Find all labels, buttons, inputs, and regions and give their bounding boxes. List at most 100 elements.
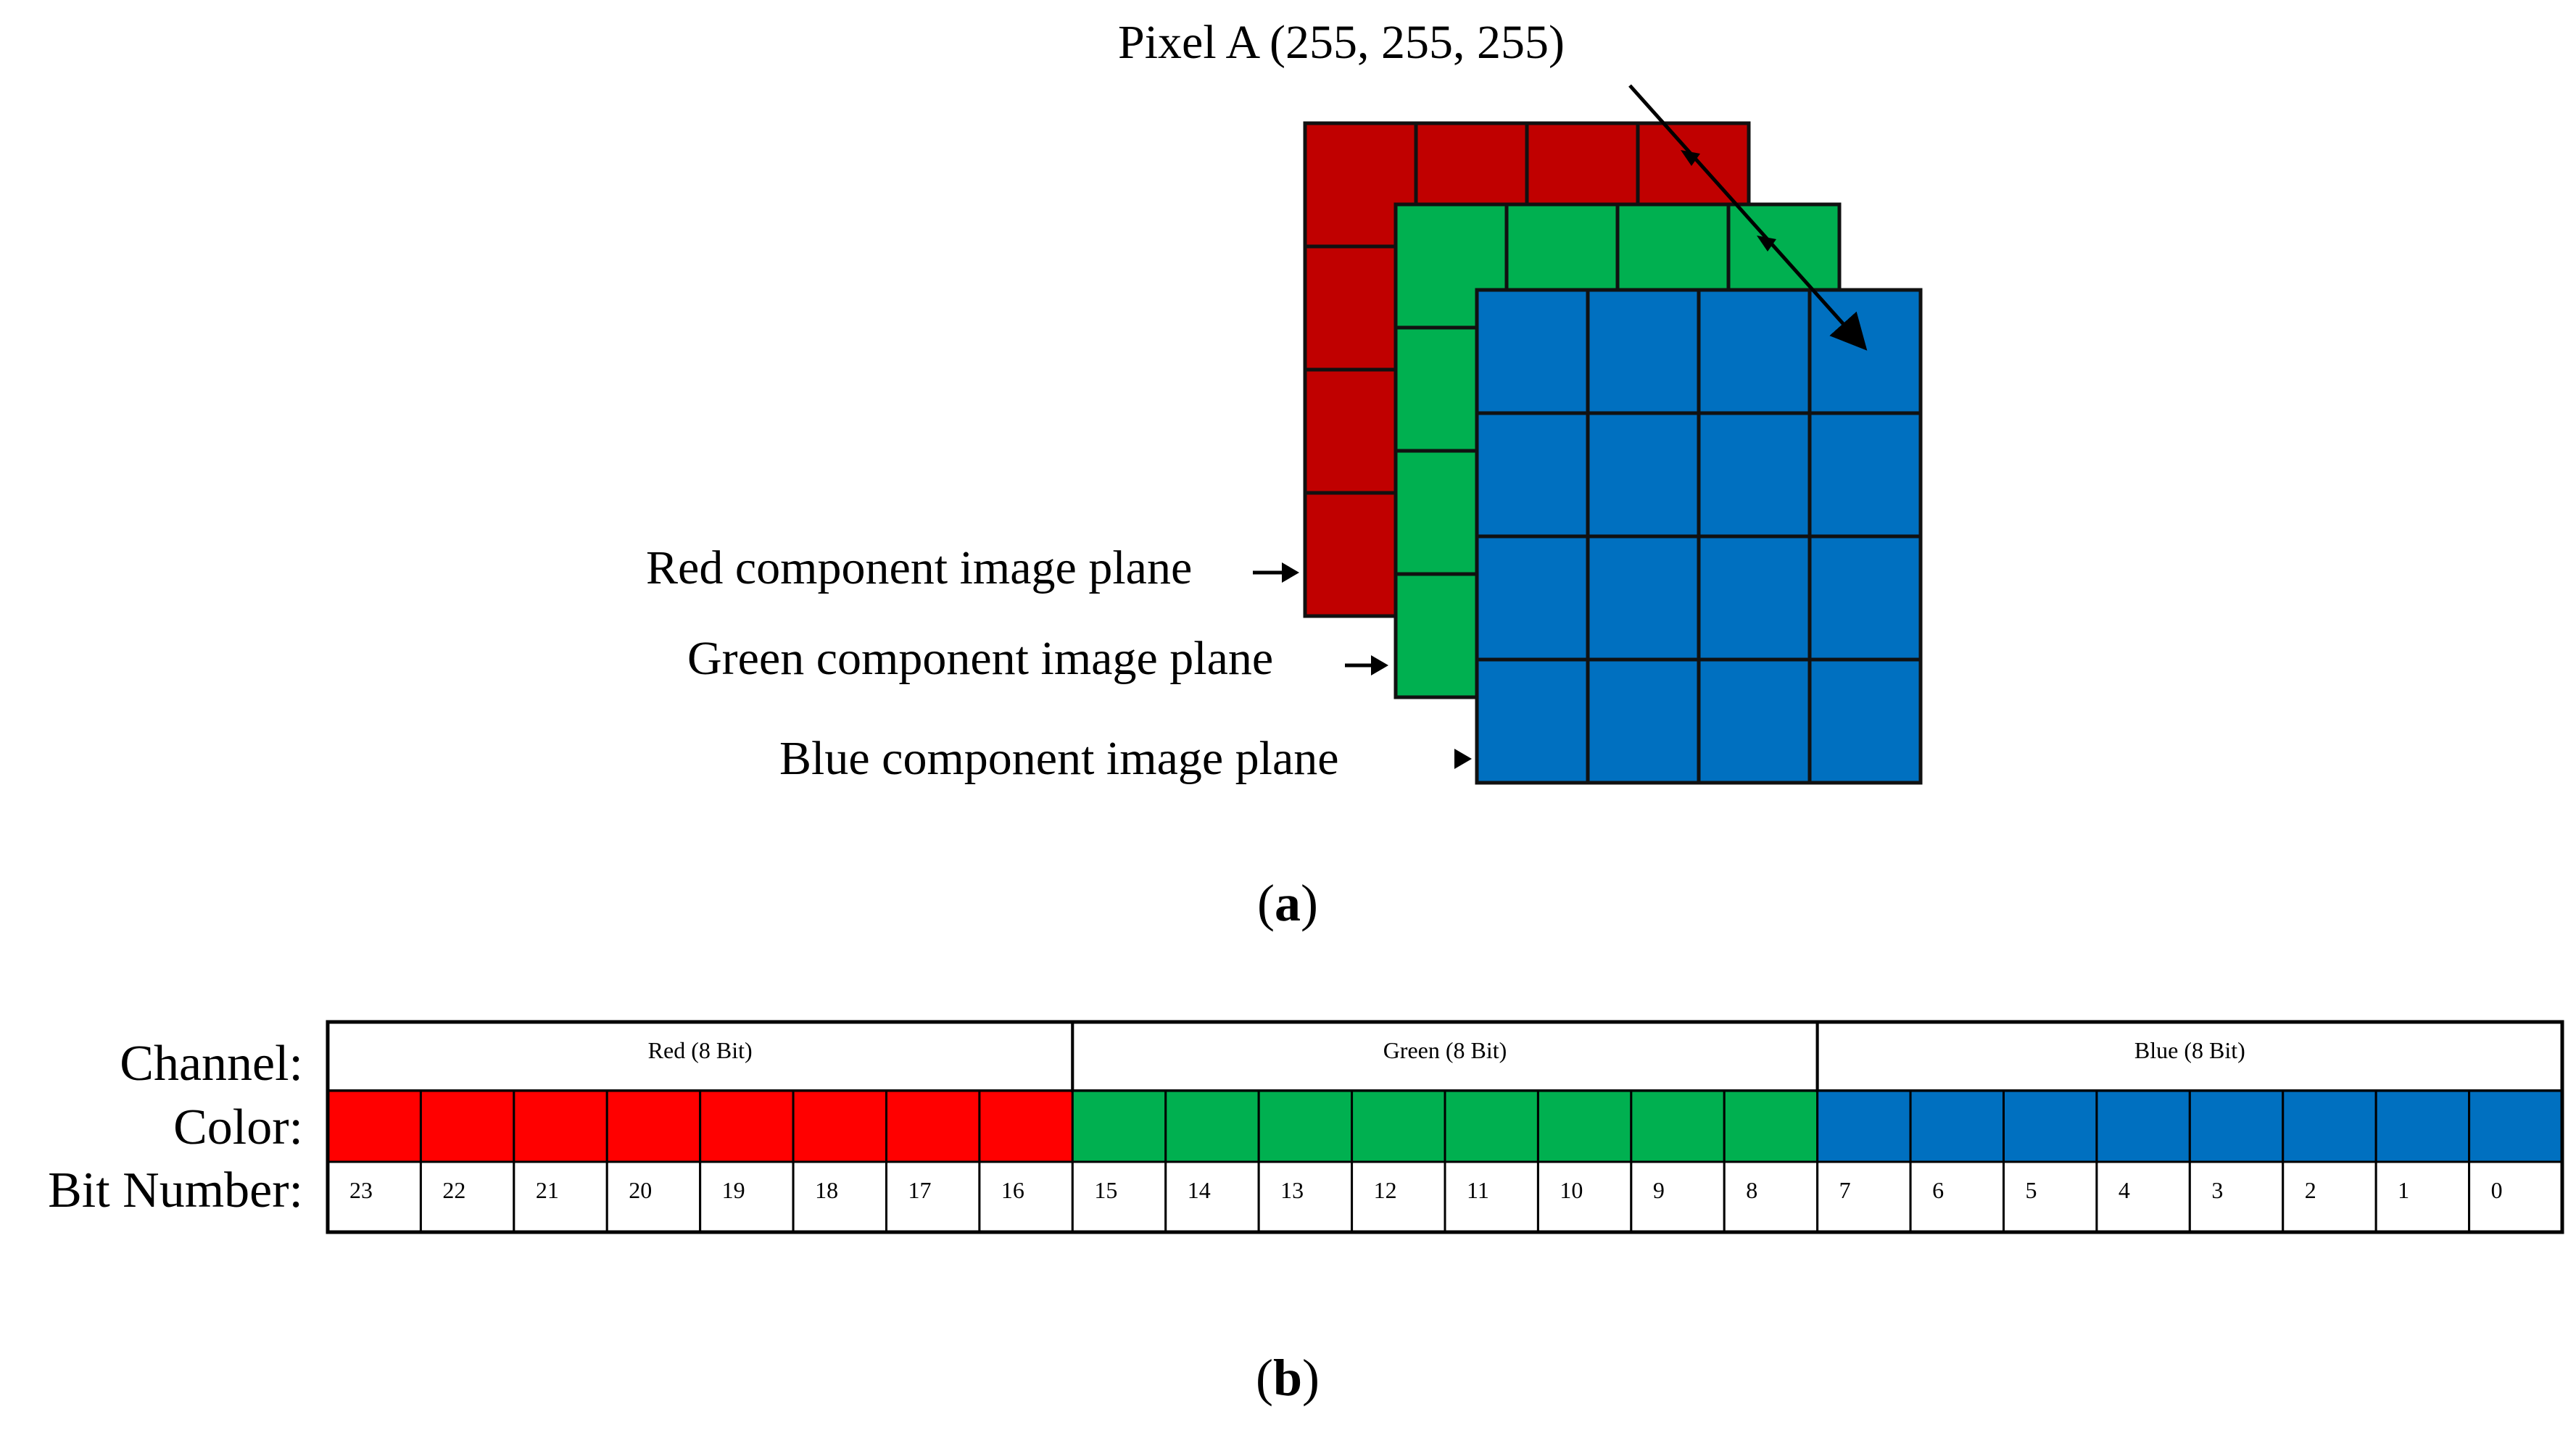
- color-cell: [605, 1089, 702, 1163]
- blue-plane-cell: [1475, 288, 1590, 415]
- color-cell: [885, 1089, 981, 1163]
- color-cell: [326, 1089, 422, 1163]
- bit-cell: [1723, 1160, 1819, 1234]
- bit-cell: [2468, 1160, 2564, 1234]
- color-cell: [2282, 1089, 2377, 1163]
- color-cell: [1444, 1089, 1539, 1163]
- bit-cell: [978, 1160, 1074, 1234]
- bit-table-border: [326, 1020, 2564, 1234]
- color-cell: [792, 1089, 888, 1163]
- red-plane-arrowhead: [1282, 562, 1299, 583]
- pixel-a-label: Pixel A (255, 255, 255): [1118, 16, 1565, 69]
- bit-cell: [2282, 1160, 2377, 1234]
- bit-number-label: 5: [2026, 1177, 2037, 1203]
- green-plane-label: Green component image plane: [687, 632, 1273, 685]
- bit-number-label: 11: [1467, 1177, 1489, 1203]
- bit-number-label: 19: [722, 1177, 745, 1203]
- bit-number-label: 8: [1746, 1177, 1757, 1203]
- arrowhead-red: [1681, 150, 1700, 166]
- color-cell: [2374, 1089, 2471, 1163]
- blue-plane-label: Blue component image plane: [779, 732, 1339, 785]
- channel-header-label: Red (8 Bit): [648, 1037, 753, 1063]
- bit-number-label: 1: [2398, 1177, 2409, 1203]
- bit-number-label: 22: [442, 1177, 465, 1203]
- blue-plane-cell: [1586, 534, 1701, 662]
- bit-number-label: 13: [1280, 1177, 1304, 1203]
- color-cell: [978, 1089, 1074, 1163]
- blue-plane: [1475, 288, 1923, 785]
- red-plane-label: Red component image plane: [646, 541, 1192, 594]
- blue-plane-cell: [1586, 657, 1701, 785]
- blue-plane-cell: [1586, 288, 1701, 415]
- color-cell: [2003, 1089, 2098, 1163]
- bit-cell: [1909, 1160, 2005, 1234]
- bit-number-label: 0: [2491, 1177, 2503, 1203]
- bit-number-label: 4: [2119, 1177, 2130, 1203]
- bit-cell: [1536, 1160, 1633, 1234]
- bit-number-label: 6: [1932, 1177, 1944, 1203]
- bit-cell: [326, 1160, 422, 1234]
- bit-cell: [605, 1160, 702, 1234]
- bit-number-label: 16: [1001, 1177, 1024, 1203]
- channel-header-cell: [1071, 1020, 1819, 1092]
- row-label-channel: Channel:: [120, 1036, 303, 1092]
- blue-plane-cell: [1697, 411, 1812, 539]
- color-cell: [419, 1089, 515, 1163]
- color-cell: [2095, 1089, 2191, 1163]
- bit-number-label: 3: [2211, 1177, 2223, 1203]
- color-cell: [1816, 1089, 1912, 1163]
- bit-cell: [1630, 1160, 1726, 1234]
- color-cell: [1630, 1089, 1726, 1163]
- color-cell: [1164, 1089, 1260, 1163]
- bit-number-label: 7: [1839, 1177, 1851, 1203]
- bit-cell: [2095, 1160, 2191, 1234]
- blue-plane-cell: [1807, 411, 1923, 539]
- color-cell: [1071, 1089, 1167, 1163]
- bit-cell: [1444, 1160, 1539, 1234]
- bit-number-label: 18: [815, 1177, 838, 1203]
- bit-number-label: 23: [349, 1177, 373, 1203]
- bit-cell: [513, 1160, 608, 1234]
- red-plane-cell: [1303, 121, 1418, 249]
- caption-b: (b): [1256, 1349, 1320, 1407]
- bit-cell: [2003, 1160, 2098, 1234]
- color-cell: [1536, 1089, 1633, 1163]
- bit-cell: [1816, 1160, 1912, 1234]
- color-cell: [1351, 1089, 1446, 1163]
- color-cell: [513, 1089, 608, 1163]
- color-cell: [699, 1089, 795, 1163]
- color-cell: [1257, 1089, 1354, 1163]
- bit-number-label: 2: [2305, 1177, 2316, 1203]
- bit-cell: [2188, 1160, 2285, 1234]
- pixel-a-pointer-arrow: [1628, 84, 1868, 351]
- blue-plane-cell: [1586, 411, 1701, 539]
- green-plane-arrowhead: [1371, 655, 1388, 675]
- bit-number-label: 10: [1560, 1177, 1583, 1203]
- bit-cell: [792, 1160, 888, 1234]
- blue-plane-cell: [1697, 657, 1812, 785]
- row-label-bit-number: Bit Number:: [48, 1163, 303, 1218]
- channel-header-label: Blue (8 Bit): [2134, 1037, 2245, 1063]
- bit-cell: [885, 1160, 981, 1234]
- bit-number-label: 9: [1653, 1177, 1665, 1203]
- color-cell: [1723, 1089, 1819, 1163]
- blue-plane-cell: [1475, 534, 1590, 662]
- color-cell: [2188, 1089, 2285, 1163]
- blue-plane-cell: [1807, 288, 1923, 415]
- channel-header-label: Green (8 Bit): [1383, 1037, 1507, 1063]
- blue-plane-cell: [1697, 288, 1812, 415]
- bit-cell: [1257, 1160, 1354, 1234]
- blue-plane-cell: [1475, 657, 1590, 785]
- bit-cell: [699, 1160, 795, 1234]
- color-cell: [1909, 1089, 2005, 1163]
- blue-plane-cell: [1807, 534, 1923, 662]
- bit-cell: [1071, 1160, 1167, 1234]
- bit-cell: [419, 1160, 515, 1234]
- channel-header-cell: [1815, 1020, 2564, 1092]
- blue-plane-arrowhead: [1454, 749, 1472, 769]
- blue-plane-cell: [1807, 657, 1923, 785]
- arrowhead-green: [1757, 236, 1776, 252]
- row-label-color: Color:: [173, 1099, 303, 1155]
